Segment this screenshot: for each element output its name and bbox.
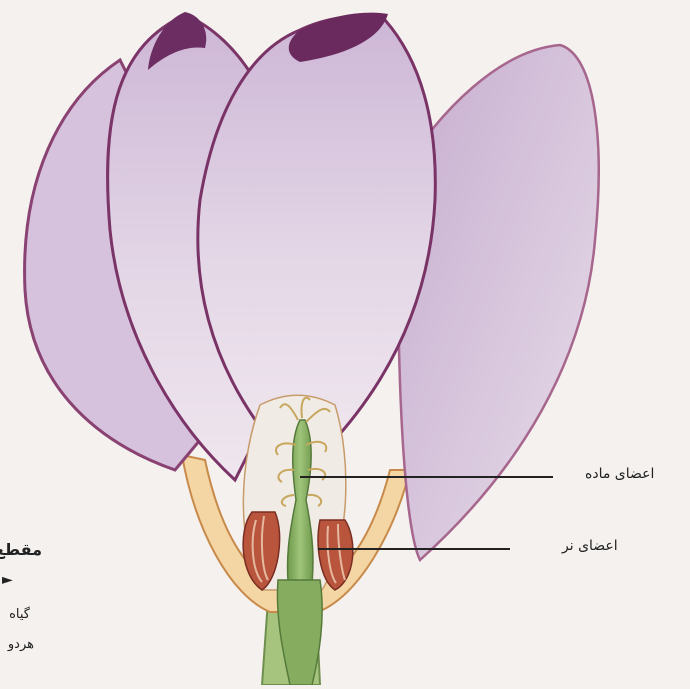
- label-male-organs: اعضای نر: [562, 538, 618, 554]
- side-line-2: هردو: [8, 637, 34, 652]
- label-female-organs: اعضای ماده: [585, 466, 654, 482]
- side-line-1: گیاه: [9, 607, 30, 622]
- side-arrow: ►: [2, 572, 13, 588]
- side-heading: مقطع: [0, 540, 42, 559]
